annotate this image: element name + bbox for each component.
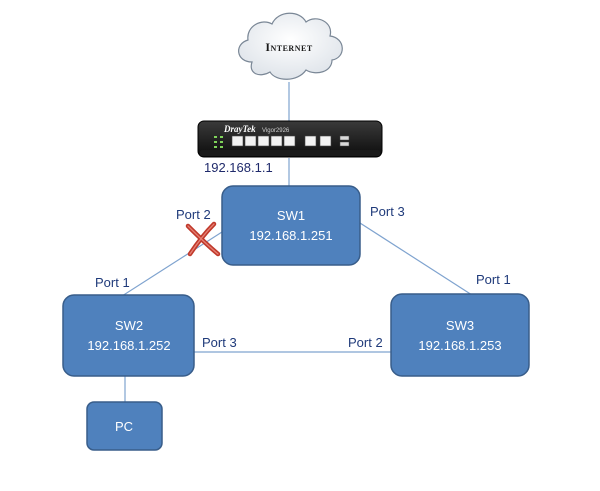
port-label-sw3-port2: Port 2: [348, 335, 383, 350]
switch-sw1: SW1 192.168.1.251: [221, 185, 361, 266]
blocked-link-x-icon: [185, 221, 221, 257]
sw1-ip: 192.168.1.251: [249, 228, 332, 243]
switch-sw3: SW3 192.168.1.253: [390, 293, 530, 377]
router-leds: [214, 136, 223, 148]
pc-label: PC: [115, 419, 133, 434]
router-ip: 192.168.1.1: [204, 160, 273, 175]
sw3-name: SW3: [446, 318, 474, 333]
router-model: Vigor2926: [262, 128, 290, 134]
port-label-sw3-port1: Port 1: [476, 272, 511, 287]
router-wan-ports: [304, 135, 332, 147]
router-brand: DrayTek: [223, 124, 256, 134]
router-lan-ports: [231, 135, 296, 147]
switch-sw2: SW2 192.168.1.252: [62, 294, 195, 377]
sw2-ip: 192.168.1.252: [87, 338, 170, 353]
draytek-router: DrayTek Vigor2926: [197, 120, 383, 158]
internet-label: Internet: [265, 40, 313, 54]
port-label-sw1-port3: Port 3: [370, 204, 405, 219]
port-label-sw2-port3: Port 3: [202, 335, 237, 350]
internet-cloud: Internet: [238, 12, 343, 80]
sw1-name: SW1: [277, 208, 305, 223]
sw2-name: SW2: [115, 318, 143, 333]
port-label-sw2-port1: Port 1: [95, 275, 130, 290]
pc-node: PC: [86, 401, 163, 451]
link-sw1-sw3: [359, 222, 473, 296]
sw3-ip: 192.168.1.253: [418, 338, 501, 353]
port-label-sw1-port2: Port 2: [176, 207, 211, 222]
router-usb-ports: [339, 135, 350, 147]
